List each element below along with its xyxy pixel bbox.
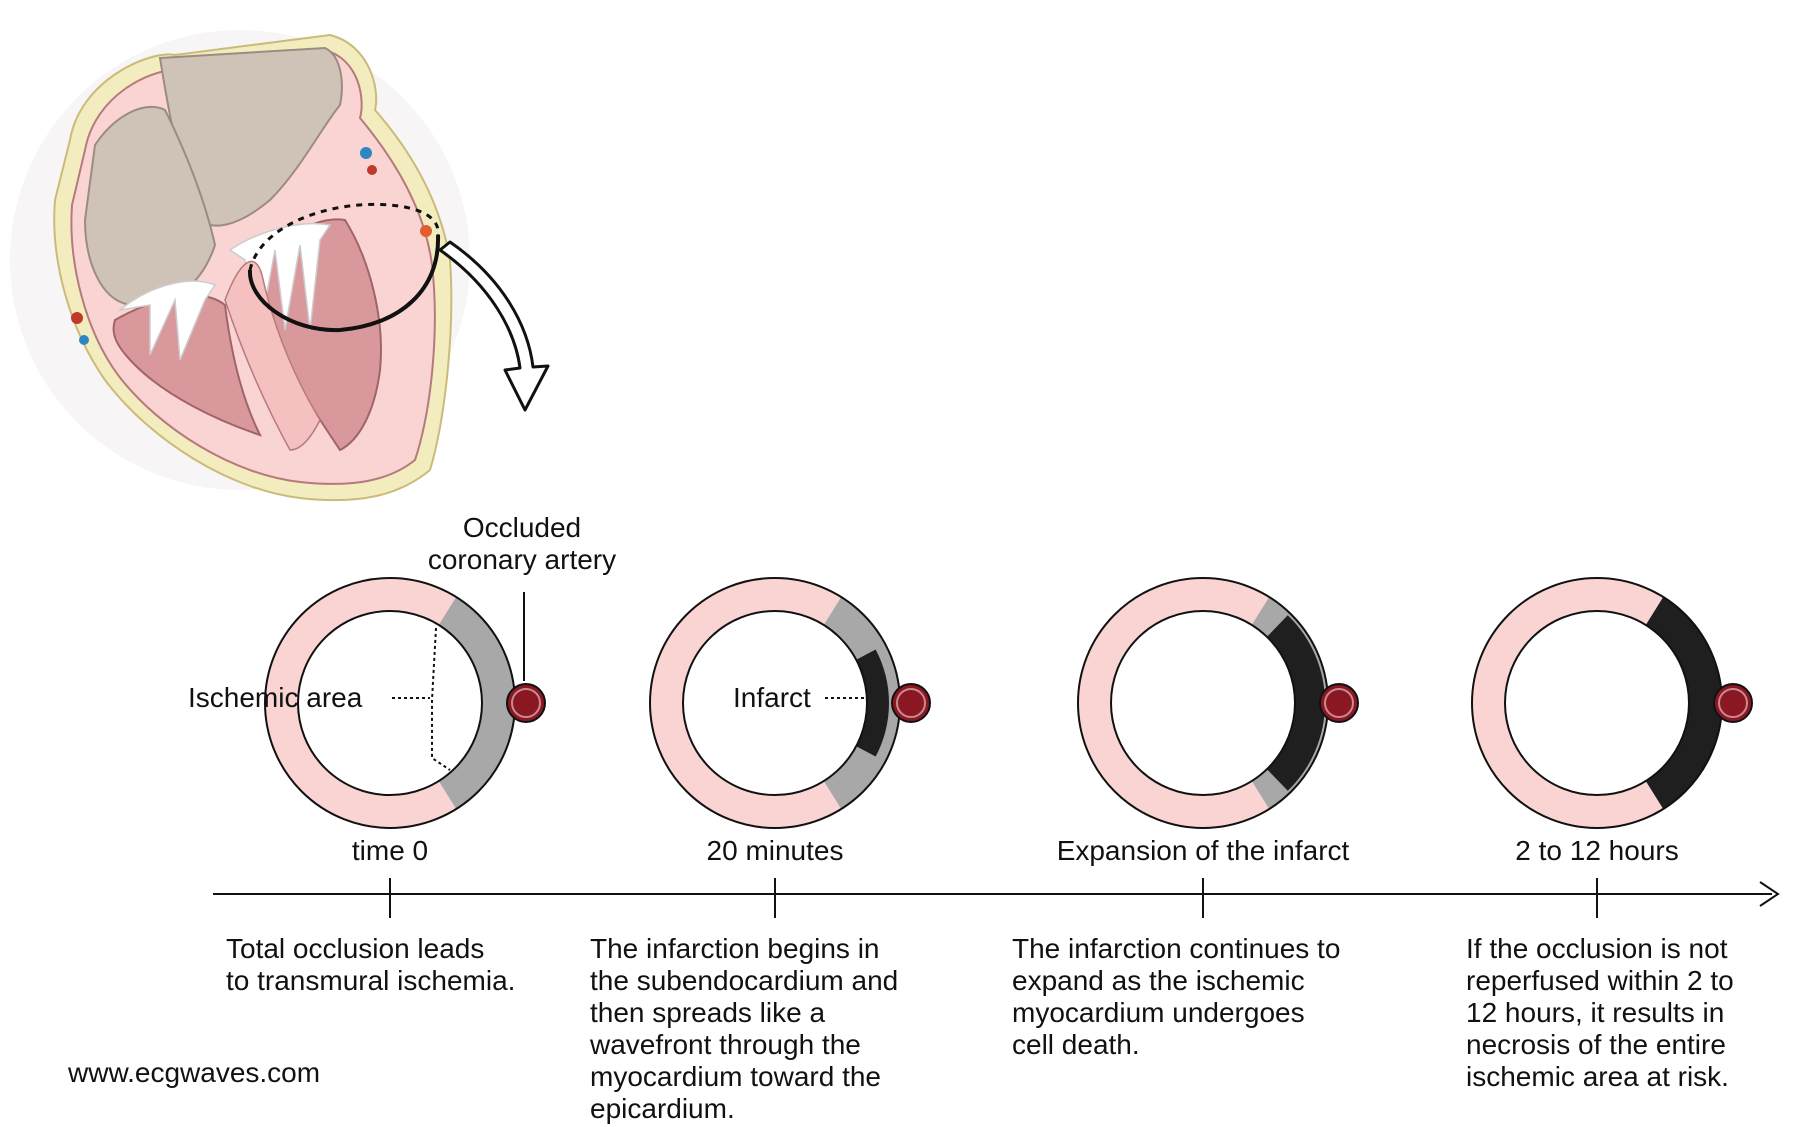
stage-description-line: epicardium. <box>590 1093 735 1124</box>
coronary-artery-lumen <box>896 688 926 718</box>
ischemic-area-label: Ischemic area <box>188 682 363 713</box>
infarct-label: Infarct <box>733 682 811 713</box>
occluded-artery-callout: Occluded coronary artery <box>428 512 616 681</box>
ring-stage-1 <box>264 577 546 829</box>
occluded-artery-label-line1: Occluded <box>463 512 581 543</box>
stage-description-line: The infarction begins in <box>590 933 880 964</box>
stage-description-line: then spreads like a <box>590 997 825 1028</box>
coronary-vessel-red-2 <box>367 165 377 175</box>
stage-time-label: Expansion of the infarct <box>1057 835 1350 866</box>
timeline-arrowhead-icon <box>1759 881 1780 907</box>
ring-stage-2 <box>649 577 931 829</box>
ischemic-area-bracket <box>431 627 451 771</box>
stage-description-line: The infarction continues to <box>1012 933 1340 964</box>
stage-description-line: ischemic area at risk. <box>1466 1061 1729 1092</box>
occluded-artery-label-line2: coronary artery <box>428 544 616 575</box>
stage-time-label: 20 minutes <box>707 835 844 866</box>
stage-description-line: 12 hours, it results in <box>1466 997 1724 1028</box>
endocardium-outline <box>1504 610 1690 796</box>
coronary-vessel-blue <box>79 335 89 345</box>
stage-description-line: Total occlusion leads <box>226 933 484 964</box>
stage-description-line: If the occlusion is not <box>1466 933 1728 964</box>
cross-section-ellipse-front <box>247 234 441 333</box>
infarct-zone <box>1645 596 1722 810</box>
coronary-vessel-blue-2 <box>360 147 372 159</box>
infarct-zone <box>856 649 889 757</box>
cross-section-rings <box>264 577 1753 829</box>
stage-description-line: to transmural ischemia. <box>226 965 515 996</box>
stage-description-line: myocardium toward the <box>590 1061 881 1092</box>
coronary-artery-lumen <box>511 688 541 718</box>
endocardium-outline <box>297 610 483 796</box>
right-atrium <box>83 105 217 307</box>
curved-arrow-icon <box>438 240 550 412</box>
stage-time-label: time 0 <box>352 835 428 866</box>
endocardium-outline <box>1110 610 1296 796</box>
ischemic-area-callout: Ischemic area <box>188 627 451 771</box>
stage-time-label: 2 to 12 hours <box>1515 835 1678 866</box>
infarct-callout: Infarct <box>733 682 866 713</box>
stage-4: 2 to 12 hours If the occlusion is notrepe… <box>1466 835 1734 1092</box>
stage-description-line: wavefront through the <box>589 1029 861 1060</box>
stage-description-line: cell death. <box>1012 1029 1140 1060</box>
ring-stage-4 <box>1471 577 1753 829</box>
timeline <box>213 881 1780 907</box>
stage-description-line: expand as the ischemic <box>1012 965 1305 996</box>
heart-illustration <box>10 30 550 502</box>
coronary-artery-lumen <box>1324 688 1354 718</box>
stage-description-line: the subendocardium and <box>590 965 898 996</box>
stage-description-line: myocardium undergoes <box>1012 997 1305 1028</box>
cross-section-ellipse-back <box>248 202 440 271</box>
coronary-vessel-red <box>71 312 83 324</box>
stage-description-line: necrosis of the entire <box>1466 1029 1726 1060</box>
occluded-coronary-dot <box>420 225 432 237</box>
stage-description-line: reperfused within 2 to <box>1466 965 1734 996</box>
ring-stage-3 <box>1077 577 1359 829</box>
endocardium-outline <box>682 610 868 796</box>
ischemic-zone <box>438 596 516 810</box>
ischemic-zone <box>823 596 901 810</box>
coronary-artery-lumen <box>1718 688 1748 718</box>
interventricular-septum <box>224 260 321 451</box>
tricuspid-valve <box>117 280 217 361</box>
website-credit: www.ecgwaves.com <box>67 1057 320 1088</box>
